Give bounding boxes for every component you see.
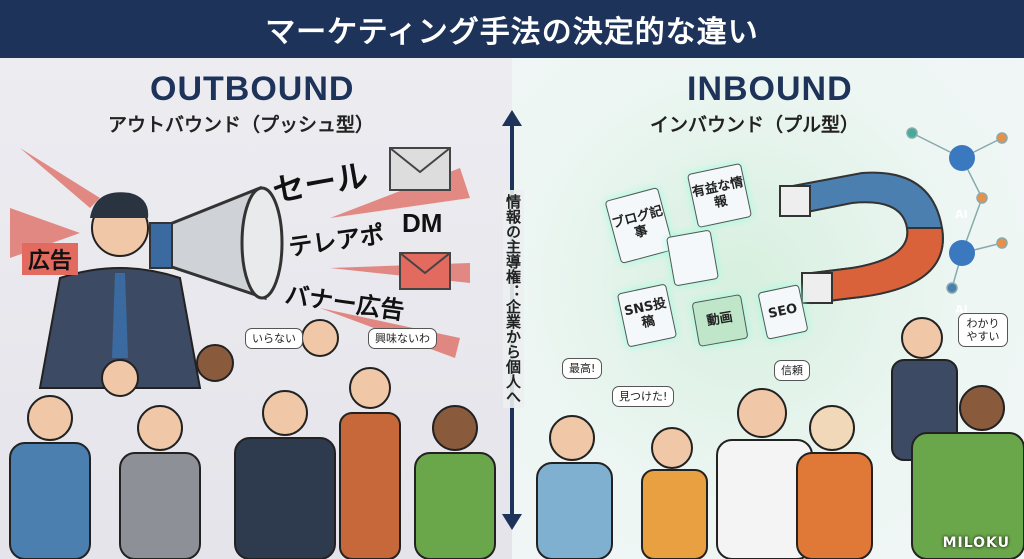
shout-ad: 広告	[22, 243, 79, 275]
megaphone-icon	[149, 185, 284, 301]
outbound-illustration	[9, 147, 496, 559]
magnet-icon	[779, 171, 944, 305]
ai-label: AI	[955, 208, 968, 221]
envelope-icon	[399, 252, 451, 290]
speech-bubble: いらない	[245, 328, 303, 350]
ai-label: AI	[955, 303, 968, 316]
header-bar: マーケティング手法の決定的な違い	[0, 0, 1024, 58]
inbound-title-jp: インバウンド（プル型）	[650, 114, 860, 136]
content-card-image-icon	[666, 229, 719, 287]
speech-bubble: 信頼	[774, 360, 810, 382]
content-card-video: 動画	[691, 294, 749, 347]
axis-label: 情報の主導権：企業から個人へ	[503, 190, 524, 408]
brand-logo: MILOKU	[942, 535, 1010, 551]
speech-bubble: 最高!	[562, 358, 603, 380]
envelope-icon	[389, 147, 451, 191]
businessman-shouting	[38, 192, 202, 389]
outbound-panel: OUTBOUND アウトバウンド（プッシュ型） 広告 セール テレアポ DM バ…	[0, 58, 512, 559]
speech-bubble: 見つけた!	[612, 386, 675, 408]
speech-bubble: 興味ないわ	[368, 328, 437, 350]
content-card-useful-info: 有益な情報	[686, 162, 753, 229]
shout-dm: DM	[402, 208, 443, 238]
outbound-title-en: OUTBOUND	[150, 70, 355, 108]
inbound-panel: INBOUND インバウンド（プル型） 有益な情報 ブログ記事 SNS投稿 動画…	[512, 58, 1024, 559]
page-title: マーケティング手法の決定的な違い	[265, 15, 759, 50]
happy-crowd	[536, 317, 1024, 559]
outbound-title-jp: アウトバウンド（プッシュ型）	[108, 114, 375, 136]
inbound-title-en: INBOUND	[687, 70, 853, 108]
inbound-illustration	[536, 127, 1024, 559]
ai-node-icon	[949, 145, 975, 171]
ai-node-icon	[949, 240, 975, 266]
speech-bubble: わかり やすい	[958, 313, 1008, 348]
annoyed-crowd	[9, 319, 496, 559]
